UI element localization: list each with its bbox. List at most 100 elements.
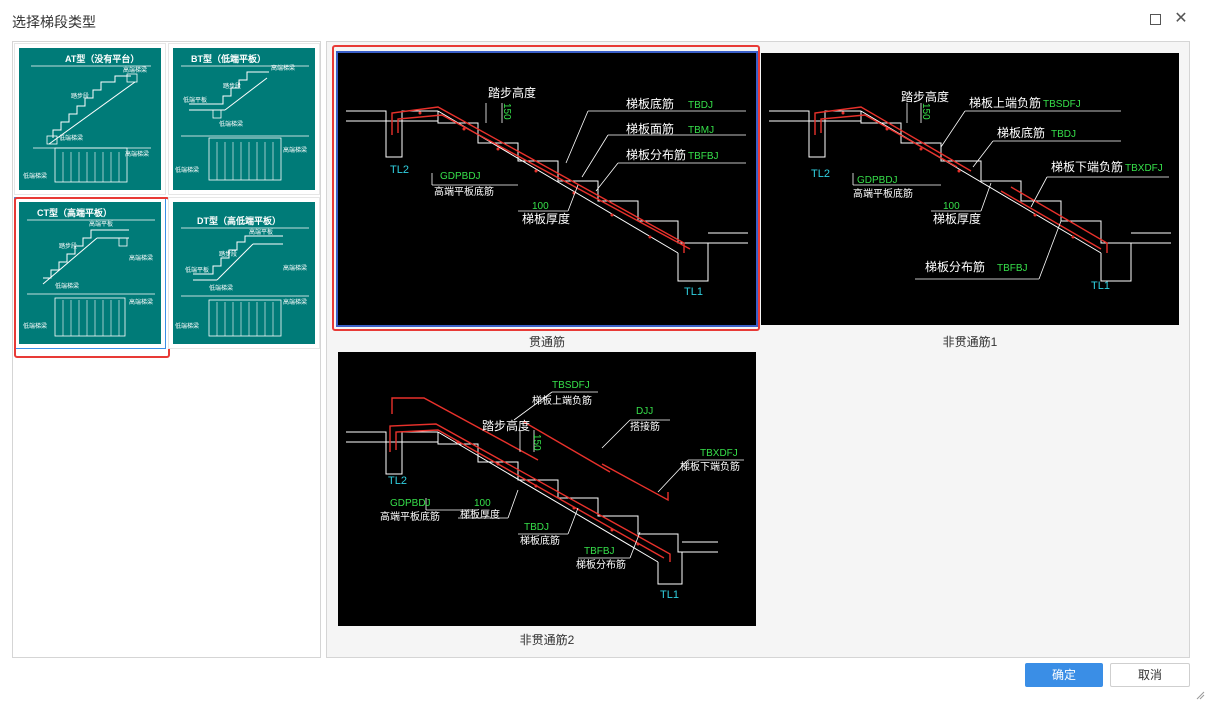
guantong-tl2: TL2 (390, 164, 409, 176)
feiguan1-tl2: TL2 (811, 168, 830, 180)
thumb-bt-label-2: 低端平板 (183, 96, 207, 104)
feiguan1-tbsdfj: TBSDFJ (1043, 99, 1081, 110)
feiguan2-100: 100 (474, 498, 491, 509)
feiguan2-tbfbj: TBFBJ (584, 546, 615, 557)
guantong-gdpbdj: GDPBDJ (440, 171, 481, 182)
guantong-tbmj-cn: 梯板面筋 (626, 121, 674, 136)
title-bar: 选择梯段类型 ✕ (0, 0, 1207, 40)
guantong-tbfbj-cn: 梯板分布筋 (626, 147, 686, 162)
feiguan2-tbdj-cn: 梯板底筋 (520, 534, 560, 547)
resize-grip-icon[interactable] (1195, 690, 1205, 700)
feiguan1-tbfbj-cn: 梯板分布筋 (925, 259, 985, 274)
thumb-at-label-3: 低端梯梁 (23, 172, 47, 180)
guantong-tl1: TL1 (684, 286, 703, 298)
guantong-tbmj: TBMJ (688, 125, 714, 136)
thumb-bt-label-3: 低端梯梁 (219, 120, 243, 128)
caption-feiguan1: 非贯通筋1 (942, 335, 998, 349)
feiguan2-tbxdfj: TBXDFJ (700, 448, 738, 459)
guantong-gdpbdj-cn: 高端平板底筋 (434, 185, 494, 198)
rebar-type-panel: 踏步高度 150 梯板底筋 TBDJ 梯板面筋 TBMJ 梯板分布筋 TBFBJ… (326, 41, 1190, 658)
guantong-thick: 梯板厚度 (522, 211, 570, 226)
feiguan2-tbsdfj-cn: 梯板上端负筋 (532, 394, 592, 407)
diagram-guantong-image: 踏步高度 150 梯板底筋 TBDJ 梯板面筋 TBMJ 梯板分布筋 TBFBJ… (346, 85, 748, 298)
thumb-dt[interactable]: DT型（高低端平板） 高端平板 踏步段 低端平板 高端梯梁 低端梯梁 高端梯梁 … (168, 197, 320, 349)
feiguan2-thick: 梯板厚度 (460, 508, 500, 521)
feiguan1-tbxdfj-cn: 梯板下端负筋 (1051, 159, 1123, 174)
feiguan2-tbxdfj-cn: 梯板下端负筋 (680, 460, 740, 473)
guantong-100: 100 (532, 201, 549, 212)
feiguan2-tbdj: TBDJ (524, 522, 549, 533)
feiguan2-djj: DJJ (636, 406, 653, 417)
feiguan2-tl2: TL2 (388, 475, 407, 487)
diagram-feiguan1[interactable]: 踏步高度 150 梯板上端负筋 TBSDFJ 梯板底筋 TBDJ 梯板下端负筋 … (761, 53, 1179, 325)
thumb-ct-label-0: 高端平板 (89, 220, 113, 228)
thumb-bt[interactable]: BT型（低端平板） 高端梯梁 踏步段 低端平板 低端梯梁 高端梯梁 低端梯梁 (168, 43, 320, 195)
thumb-bt-label-5: 低端梯梁 (175, 166, 199, 174)
thumb-at-label-2: 低端梯梁 (59, 134, 83, 142)
guantong-h150: 150 (501, 103, 512, 120)
feiguan2-tbsdfj: TBSDFJ (552, 380, 590, 391)
caption-feiguan2: 非贯通筋2 (519, 633, 575, 647)
diagram-feiguan1-image: 踏步高度 150 梯板上端负筋 TBSDFJ 梯板底筋 TBDJ 梯板下端负筋 … (769, 89, 1171, 292)
thumb-dt-image: DT型（高低端平板） 高端平板 踏步段 低端平板 高端梯梁 低端梯梁 高端梯梁 … (173, 202, 315, 344)
feiguan2-tbfbj-cn: 梯板分布筋 (576, 558, 626, 571)
feiguan2-gdpbdj: GDPBDJ (390, 498, 431, 509)
maximize-icon[interactable] (1146, 10, 1164, 28)
feiguan1-tbsdfj-cn: 梯板上端负筋 (969, 95, 1041, 110)
guantong-tbdj: TBDJ (688, 100, 713, 111)
feiguan1-gdpbdj: GDPBDJ (857, 175, 898, 186)
diagram-feiguan2-image: TBSDFJ 梯板上端负筋 DJJ 搭接筋 踏步高度 150 TBXDFJ 梯板… (346, 380, 744, 601)
thumb-dt-label-0: 高端平板 (249, 228, 273, 236)
feiguan1-tbfbj: TBFBJ (997, 263, 1028, 274)
thumb-at-label-4: 高端梯梁 (125, 150, 149, 158)
thumb-dt-label-4: 低端梯梁 (209, 284, 233, 292)
thumb-at-label-0: 高端梯梁 (123, 66, 147, 74)
thumb-at-label-1: 踏步段 (71, 92, 89, 100)
thumb-dt-label-2: 低端平板 (185, 266, 209, 274)
close-icon[interactable]: ✕ (1174, 10, 1188, 27)
diagram-guantong[interactable]: 踏步高度 150 梯板底筋 TBDJ 梯板面筋 TBMJ 梯板分布筋 TBFBJ… (338, 53, 756, 325)
thumb-dt-label-1: 踏步段 (219, 250, 237, 258)
feiguan2-gdpbdj-cn: 高端平板底筋 (380, 510, 440, 523)
feiguan2-djj-cn: 搭接筋 (630, 420, 660, 433)
feiguan1-gdpbdj-cn: 高端平板底筋 (853, 187, 913, 200)
feiguan1-tl1: TL1 (1091, 280, 1110, 292)
stair-type-list: AT型（没有平台） 高端梯梁 踏步段 低端梯梁 低端梯梁 高端梯梁 BT型（低端… (12, 41, 321, 658)
thumb-at[interactable]: AT型（没有平台） 高端梯梁 踏步段 低端梯梁 低端梯梁 高端梯梁 (14, 43, 166, 195)
guantong-step-height: 踏步高度 (488, 85, 536, 100)
feiguan1-h150: 150 (920, 103, 931, 120)
thumb-ct[interactable]: CT型（高端平板） 高端平板 踏步段 高端梯梁 低端梯梁 高端梯梁 低端梯梁 (14, 197, 166, 349)
thumb-dt-label-3: 高端梯梁 (283, 264, 307, 272)
thumb-ct-label-3: 低端梯梁 (55, 282, 79, 290)
ok-button[interactable]: 确定 (1025, 663, 1103, 687)
thumb-ct-label-4: 高端梯梁 (129, 298, 153, 306)
cancel-button[interactable]: 取消 (1110, 663, 1190, 687)
feiguan2-h150: 150 (531, 434, 542, 451)
thumb-bt-label-1: 踏步段 (223, 82, 241, 90)
thumb-bt-title: BT型（低端平板） (191, 53, 266, 64)
feiguan2-step-height: 踏步高度 (482, 418, 530, 433)
thumb-dt-title: DT型（高低端平板） (197, 215, 281, 226)
guantong-tbfbj: TBFBJ (688, 151, 719, 162)
window-title: 选择梯段类型 (12, 14, 96, 30)
thumb-ct-label-2: 高端梯梁 (129, 254, 153, 262)
thumb-dt-label-6: 低端梯梁 (175, 322, 199, 330)
thumb-dt-label-5: 高端梯梁 (283, 298, 307, 306)
feiguan1-100: 100 (943, 201, 960, 212)
diagram-feiguan2[interactable]: TBSDFJ 梯板上端负筋 DJJ 搭接筋 踏步高度 150 TBXDFJ 梯板… (338, 352, 756, 626)
thumb-at-title: AT型（没有平台） (65, 53, 139, 64)
feiguan1-tbxdfj: TBXDFJ (1125, 163, 1163, 174)
feiguan1-tbdj-cn: 梯板底筋 (997, 125, 1045, 140)
feiguan2-tl1: TL1 (660, 589, 679, 601)
feiguan1-step-height: 踏步高度 (901, 89, 949, 104)
caption-guantong: 贯通筋 (528, 335, 565, 349)
thumb-bt-label-0: 高端梯梁 (271, 64, 295, 72)
thumb-ct-label-5: 低端梯梁 (23, 322, 47, 330)
guantong-tbdj-cn: 梯板底筋 (626, 96, 674, 111)
thumb-ct-title: CT型（高端平板） (37, 207, 112, 218)
thumb-at-image: AT型（没有平台） 高端梯梁 踏步段 低端梯梁 低端梯梁 高端梯梁 (19, 48, 161, 190)
thumb-bt-label-4: 高端梯梁 (283, 146, 307, 154)
feiguan1-tbdj: TBDJ (1051, 129, 1076, 140)
thumb-ct-label-1: 踏步段 (59, 242, 77, 250)
feiguan1-thick: 梯板厚度 (933, 211, 981, 226)
